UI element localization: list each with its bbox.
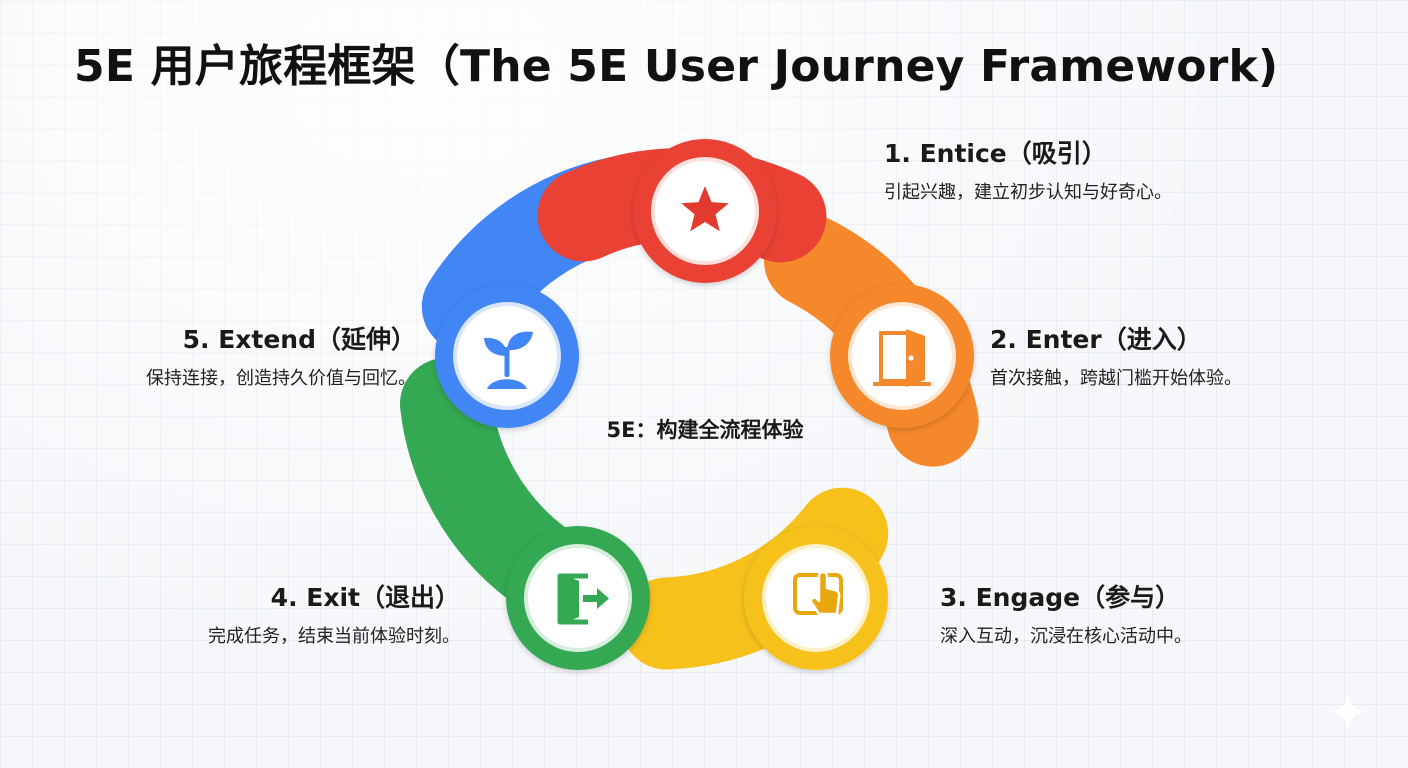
exit-door-icon bbox=[557, 573, 609, 625]
stage-extend-label: 5. Extend（延伸） bbox=[182, 325, 416, 354]
stage-engage-label: 3. Engage（参与） bbox=[940, 583, 1181, 612]
stage-enter-label: 2. Enter（进入） bbox=[990, 325, 1202, 354]
stage-extend-desc: 保持连接，创造持久价值与回忆。 bbox=[146, 368, 416, 389]
center-label: 5E：构建全流程体验 bbox=[606, 418, 804, 442]
stage-entice-desc: 引起兴趣，建立初步认知与好奇心。 bbox=[884, 182, 1172, 203]
stage-entice-label: 1. Entice（吸引） bbox=[884, 139, 1107, 168]
star-icon bbox=[681, 186, 729, 232]
stage-enter-desc: 首次接触，跨越门槛开始体验。 bbox=[990, 368, 1242, 389]
stage-exit-label: 4. Exit（退出） bbox=[270, 583, 460, 612]
sparkle-icon bbox=[1330, 694, 1366, 730]
segment-exit bbox=[400, 358, 584, 610]
stage-exit-desc: 完成任务，结束当前体验时刻。 bbox=[208, 626, 460, 647]
stage-engage-desc: 深入互动，沉浸在核心活动中。 bbox=[940, 626, 1192, 647]
door-icon bbox=[873, 329, 931, 387]
touch-screen-icon bbox=[793, 570, 843, 616]
page-title: 5E 用户旅程框架（The 5E User Journey Framework) bbox=[74, 41, 1279, 92]
sprout-icon bbox=[484, 331, 533, 389]
